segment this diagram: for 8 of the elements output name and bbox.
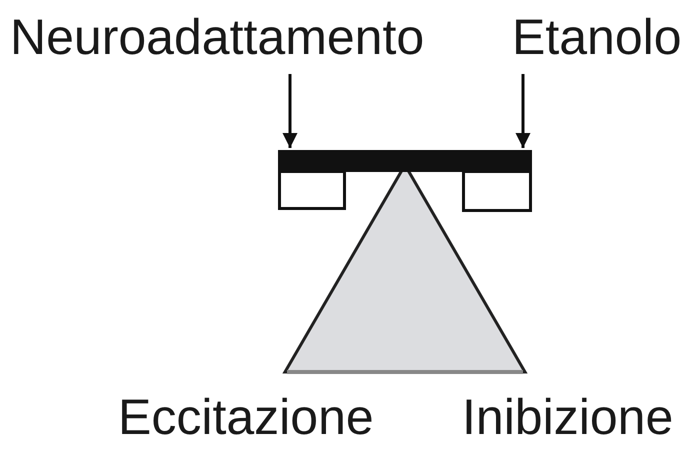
arrow	[282, 74, 298, 148]
label-text: Eccitazione	[118, 392, 374, 442]
beam-box	[462, 170, 532, 212]
label-text: Etanolo	[512, 12, 682, 62]
label-text: Inibizione	[462, 392, 674, 442]
arrow	[516, 74, 530, 148]
label-text: Neuroadattamento	[10, 12, 424, 62]
beam-box	[278, 170, 346, 210]
